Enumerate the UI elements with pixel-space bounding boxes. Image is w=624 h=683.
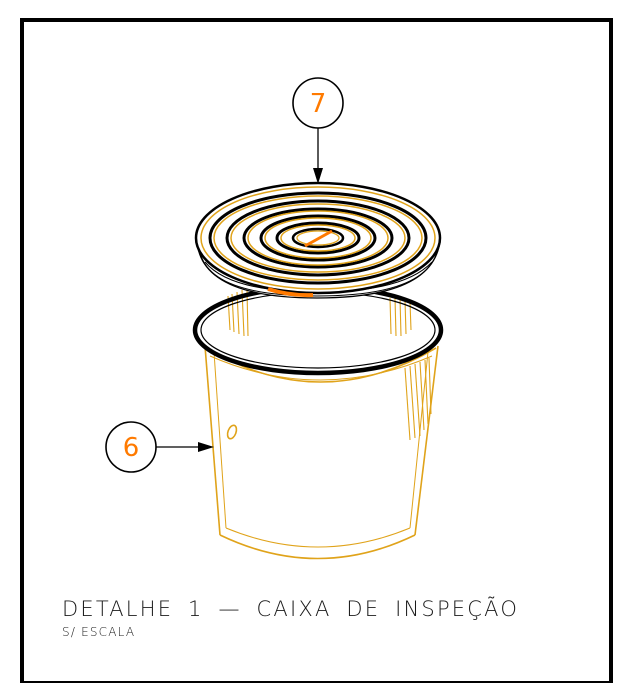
- inspection-box-lid: [194, 181, 442, 299]
- sheet-frame: [20, 18, 613, 683]
- callout-6-number: 6: [123, 433, 140, 463]
- detail-title: DETALHE 1 — CAIXA DE INSPEÇÃO: [62, 597, 520, 621]
- inspection-box-rim: [192, 284, 444, 376]
- lid-handle: [304, 229, 333, 248]
- callout-6: 6: [105, 421, 214, 473]
- lid-edge-marker: [267, 287, 314, 298]
- callout-7-number: 7: [310, 89, 327, 119]
- inspection-box-body: [204, 289, 439, 560]
- side-hole: [226, 424, 238, 440]
- callout-7-arrowhead: [313, 168, 323, 184]
- callout-6-arrowhead: [198, 442, 214, 452]
- callout-7: 7: [292, 77, 344, 184]
- detail-scale-note: S/ ESCALA: [62, 625, 136, 639]
